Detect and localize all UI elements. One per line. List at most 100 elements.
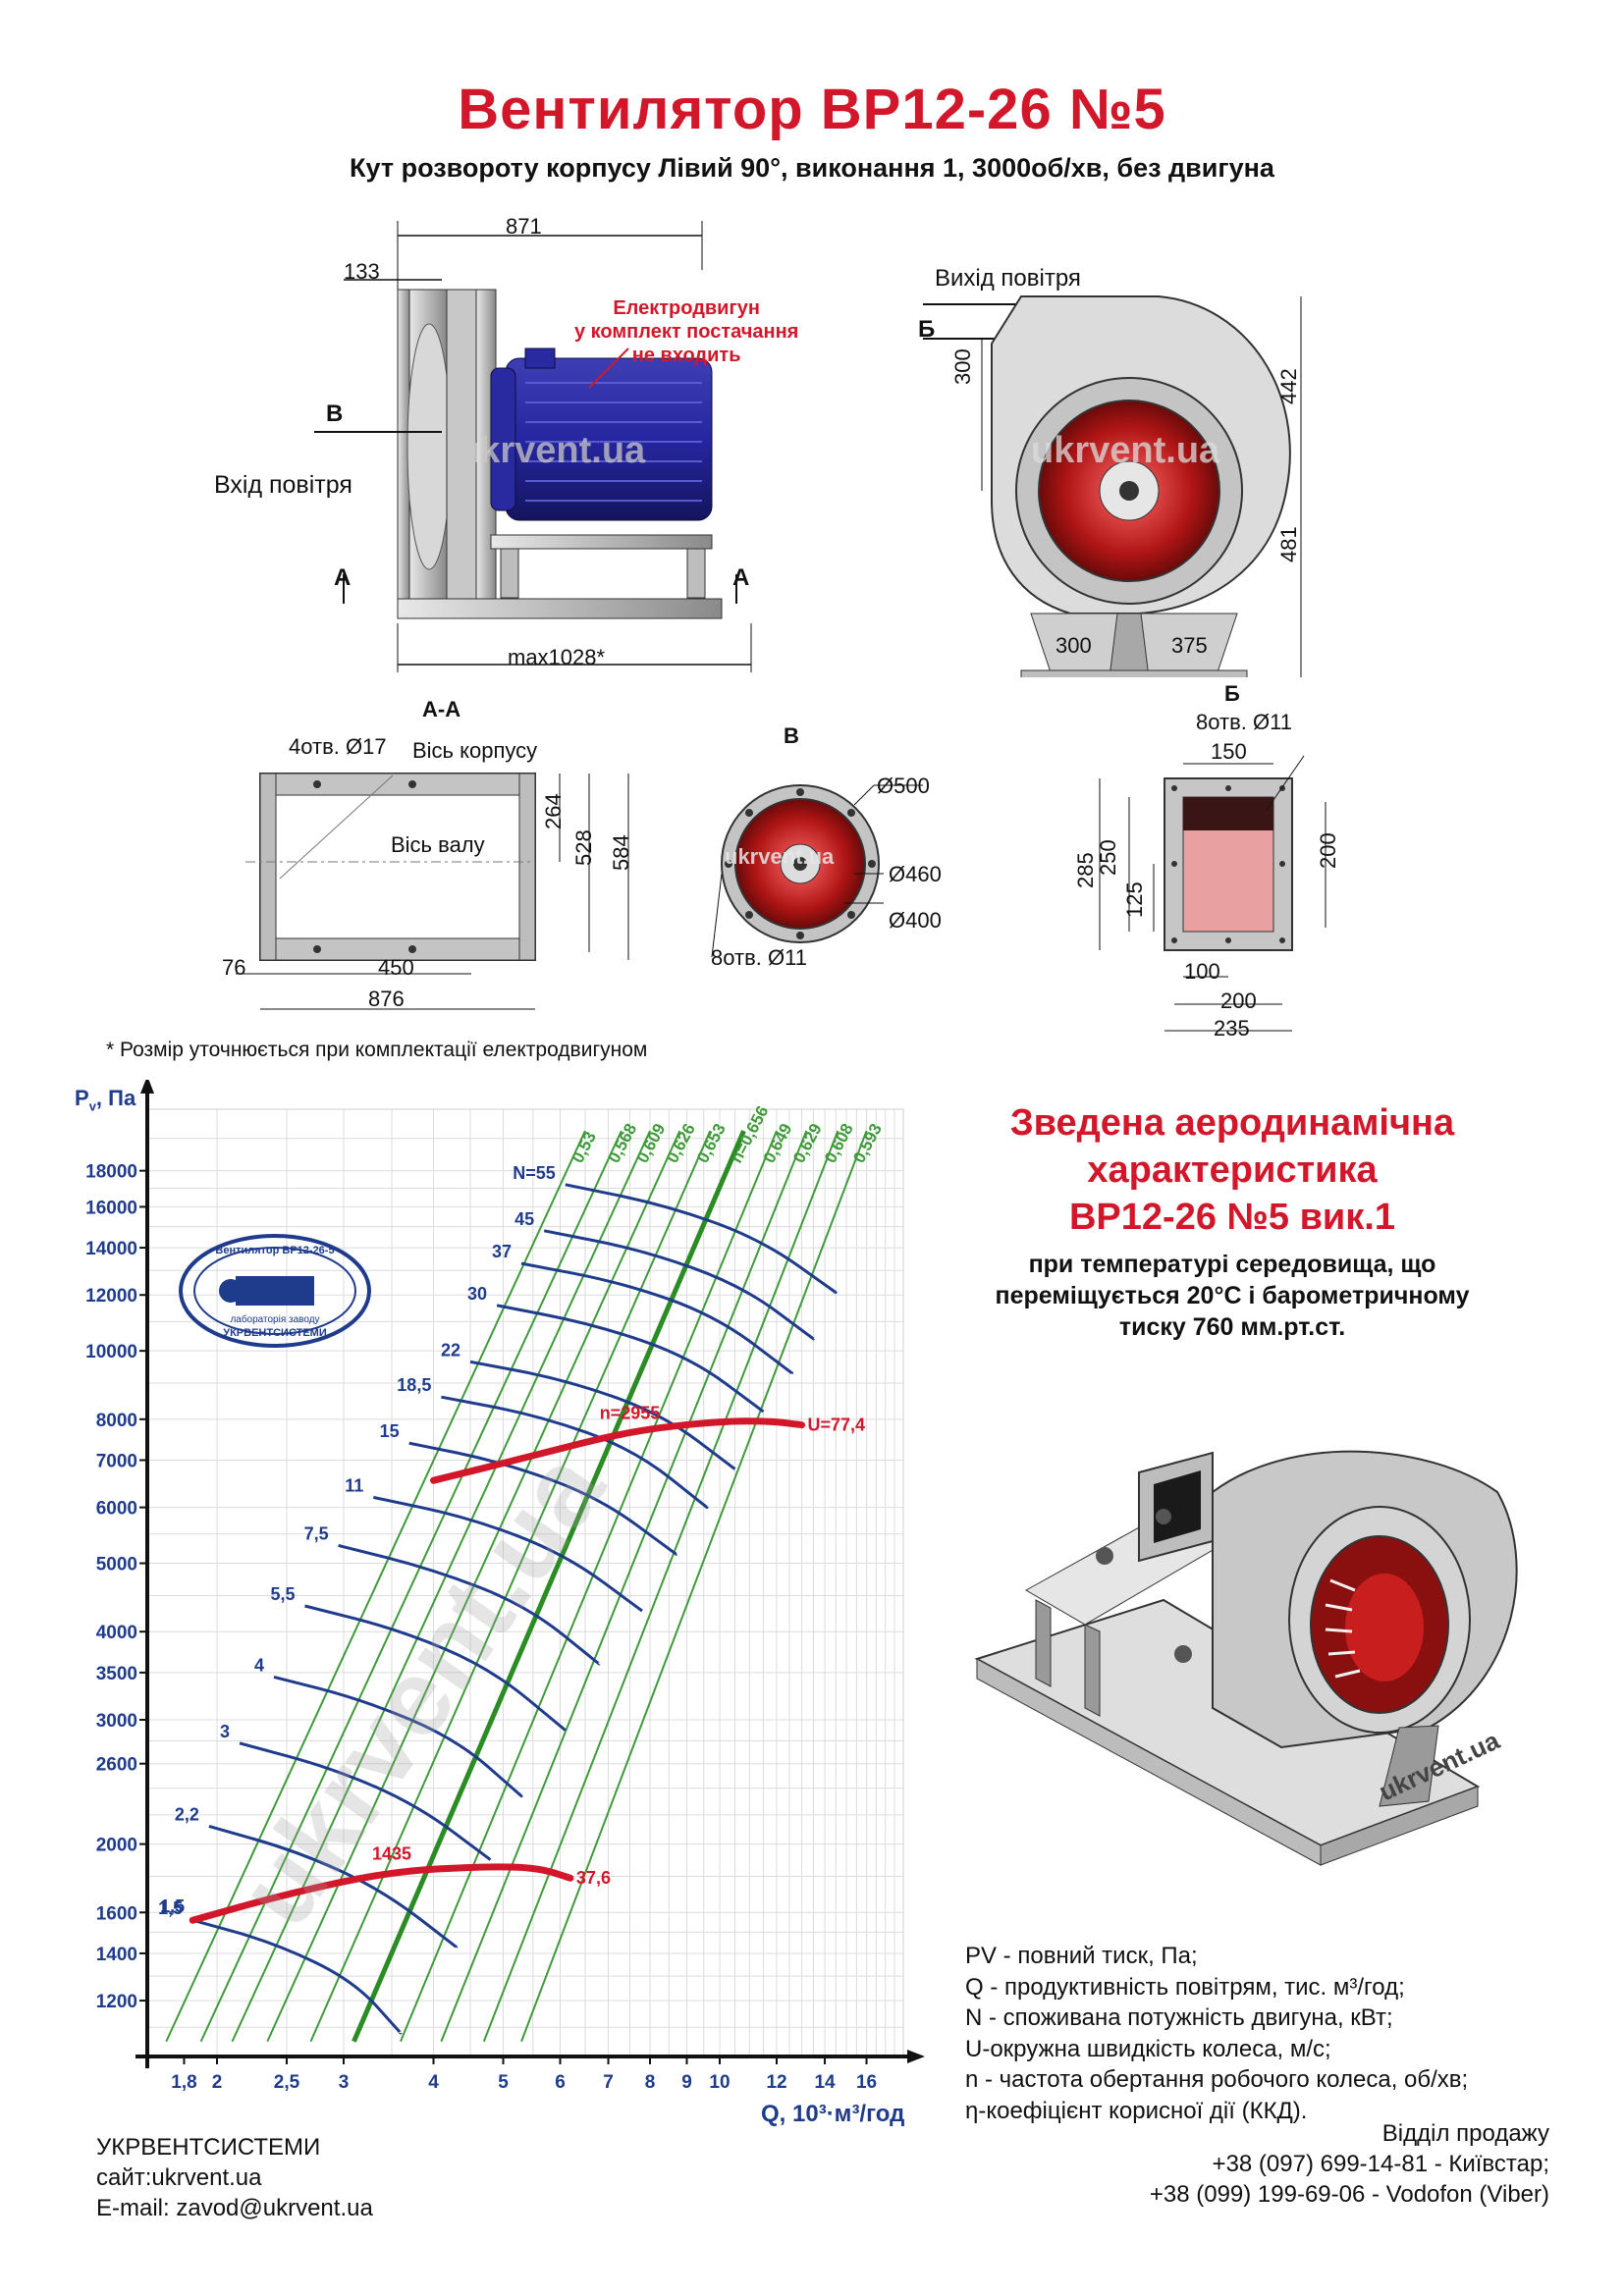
air-inlet-label: Вхід повітря [214,471,352,499]
view-b-drawing [1099,755,1326,1032]
power-curve [191,1918,403,2035]
front-watermark: ukrvent.ua [1031,430,1220,471]
power-label: 18,5 [397,1375,431,1395]
dim-442: 442 [1276,368,1301,404]
dim-100: 100 [1184,959,1220,984]
chart-grid [146,1108,904,2057]
dim-584: 584 [609,834,633,871]
efficiency-label: 0,653 [693,1120,730,1165]
stamp-bottom-text: УКРВЕНТСИСТЕМИ [223,1327,327,1339]
power-curve [304,1604,567,1732]
laboratory-stamp: Вентилятор ВР12-26-5 лабораторія заводу … [179,1234,371,1348]
dim-450: 450 [378,955,414,980]
speed-end-label: 37,6 [576,1868,611,1888]
x-tick-label: 3 [339,2072,350,2093]
side-watermark: ukrvent.ua [457,430,646,471]
x-tick-label: 8 [645,2072,656,2093]
efficiency-line [482,1130,839,2043]
y-tick-label: 1600 [96,1903,137,1924]
y-tick-label: 14000 [85,1239,137,1259]
power-label: 2,2 [175,1804,199,1824]
speed-curves [189,1417,805,1924]
power-curve [408,1441,678,1556]
view-v-leaders [711,784,923,958]
dim-150: 150 [1211,739,1247,764]
dim-76: 76 [222,955,246,980]
company-site[interactable]: сайт:ukrvent.ua [96,2164,262,2191]
y-tick-label: 3000 [96,1711,137,1732]
company-email[interactable]: E-mail: zavod@ukrvent.ua [96,2195,373,2221]
speed-start-label: 1,5 [160,1896,185,1916]
power-label: 11 [345,1475,363,1495]
dim-871: 871 [506,214,542,239]
characteristic-title: Зведена аеродинамічна характеристика ВР1… [1009,1102,1455,1238]
x-tick-label: 6 [555,2072,566,2093]
power-label: 3 [220,1722,230,1741]
x-tick-label: 4 [428,2072,439,2093]
y-tick-label: 18000 [85,1162,137,1183]
dim-250: 250 [1096,839,1120,876]
dim-133: 133 [344,259,380,284]
x-tick-label: 2 [212,2072,223,2093]
dim-200-horizontal: 200 [1220,988,1257,1013]
legend-item: N - споживана потужність двигуна, кВт; [965,2004,1393,2031]
x-tick-label: 14 [814,2072,836,2093]
dim-d460: Ø460 [889,862,942,886]
section-aa-title: А-А [422,697,461,721]
view-v-title: В [784,723,799,748]
footnote: * Розмір уточнюється при комплектації ел… [106,1039,648,1061]
company-name: УКРВЕНТСИСТЕМИ [96,2134,321,2161]
y-tick-label: 2000 [96,1836,137,1856]
body-axis-label: Вісь корпусу [412,738,538,763]
y-tick-label: 16000 [85,1198,137,1218]
legend: PV - повний тиск, Па; Q - продуктивність… [965,1941,1468,2126]
y-tick-label: 3500 [96,1664,137,1684]
dim-max1028: max1028* [508,645,606,669]
page-subtitle: Кут розвороту корпусу Лівий 90°, виконан… [350,153,1274,183]
dim-d400: Ø400 [889,908,942,933]
shaft-axis-label: Вісь валу [391,832,485,857]
efficiency-line [440,1130,808,2043]
view-b-title: Б [1224,681,1240,706]
fan-side-view [314,221,752,672]
power-curve [565,1183,838,1295]
sales-phone-kyivstar[interactable]: +38 (097) 699-14-81 - Київстар; [1212,2151,1549,2177]
y-tick-label: 5000 [96,1555,137,1575]
y-tick-label: 12000 [85,1286,137,1307]
sales-phone-vodafone[interactable]: +38 (099) 199-69-06 - Vodofon (Viber) [1149,2181,1549,2208]
sales-contacts: Відділ продажу +38 (097) 699-14-81 - Киї… [1150,2118,1549,2210]
power-curve [338,1543,601,1666]
label-section-v: В [326,400,344,427]
speed-end-label: U=77,4 [807,1415,865,1435]
section-aa-drawing [236,773,629,1010]
efficiency-label: 0,593 [849,1120,886,1165]
x-tick-label: 9 [681,2072,692,2093]
legend-item: n - частота обертання робочого колеса, о… [965,2066,1469,2093]
dim-876: 876 [368,987,405,1011]
label-section-a-right: А [732,564,750,591]
dim-235: 235 [1214,1016,1250,1041]
y-axis-label: Pv, Па [75,1086,136,1114]
view-v-holes: 8отв. Ø11 [711,945,807,970]
legend-item: U-окружна швидкість колеса, м/с; [965,2035,1331,2062]
power-curve [441,1395,709,1510]
speed-curve [430,1417,805,1484]
efficiency-label: 0,626 [663,1120,699,1165]
power-label: 30 [467,1284,487,1304]
view-v-watermark: ukrvent.ua [725,844,835,869]
power-curve [543,1229,815,1341]
y-tick-label: 6000 [96,1499,137,1520]
page-title: Вентилятор ВР12-26 №5 [458,78,1166,141]
x-axis-arrow [907,2050,925,2063]
power-curve [520,1261,794,1375]
characteristic-subtitle: при температурі середовища, що переміщує… [995,1251,1470,1341]
legend-item: PV - повний тиск, Па; [965,1943,1198,1969]
dim-d500: Ø500 [877,774,930,798]
power-curve [208,1824,459,1949]
label-section-a-left: А [334,564,352,591]
x-tick-label: 1,8 [171,2072,196,2093]
x-tick-label: 16 [856,2072,877,2093]
stamp-mid-text: лабораторія заводу [230,1313,319,1325]
power-label: 5,5 [270,1584,295,1604]
